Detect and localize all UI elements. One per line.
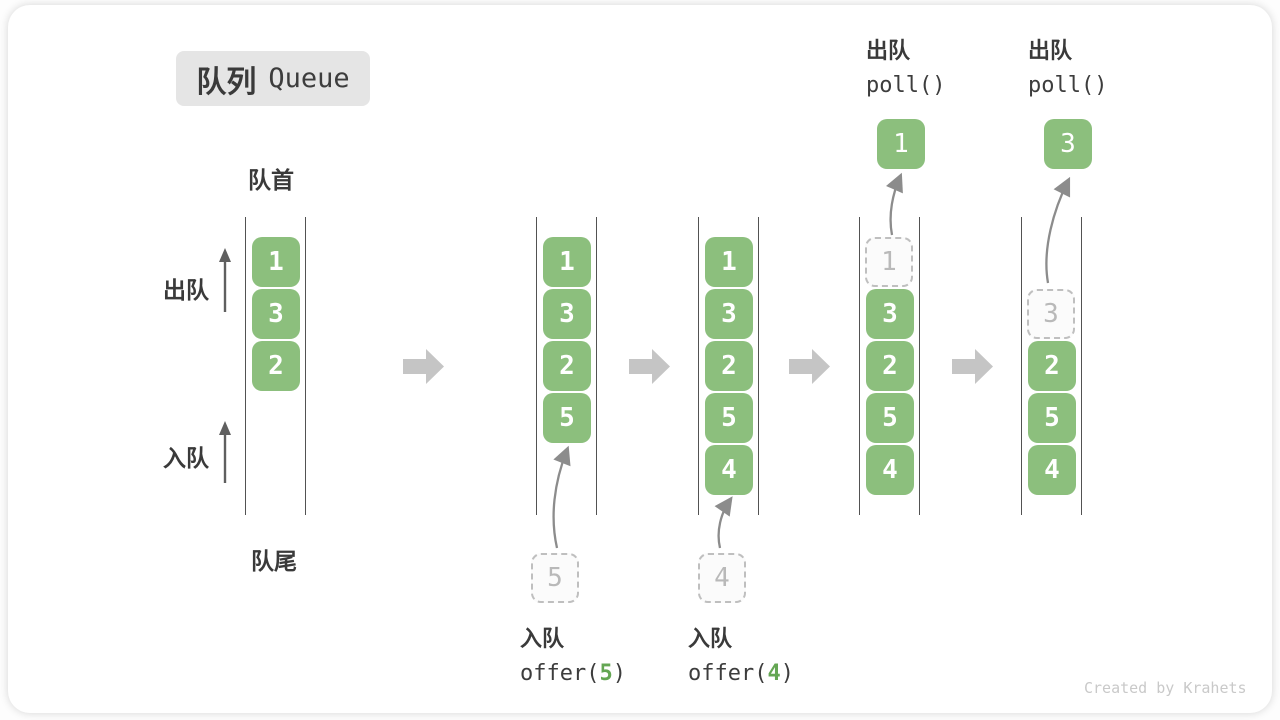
dequeue-op-label: 出队 poll() xyxy=(1028,33,1107,103)
dequeue-op-code: poll() xyxy=(1028,73,1108,98)
queue-item: 1 xyxy=(543,237,591,287)
enqueue-op-label: 入队 offer(5) xyxy=(520,621,626,691)
dequeue-op-code: poll() xyxy=(866,73,946,98)
dequeue-op-zh: 出队 xyxy=(866,38,911,63)
enqueue-op-code: offer(4) xyxy=(688,661,794,686)
next-step-arrow-icon xyxy=(403,349,444,384)
pending-enqueue-box: 5 xyxy=(531,553,579,603)
queue-item: 5 xyxy=(866,393,914,443)
queue-item: 1 xyxy=(705,237,753,287)
next-step-arrow-icon xyxy=(789,349,830,384)
queue-item: 3 xyxy=(252,289,300,339)
enqueue-up-arrow-icon xyxy=(219,421,231,483)
popped-item-box: 3 xyxy=(1044,119,1092,169)
queue-item: 2 xyxy=(252,341,300,391)
queue-item: 5 xyxy=(543,393,591,443)
dequeue-curved-arrow-icon xyxy=(886,172,903,236)
queue-state-1: 1 3 2 xyxy=(245,217,306,515)
queue-state-5: 3 2 5 4 xyxy=(1021,217,1082,515)
queue-item: 2 xyxy=(543,341,591,391)
enqueue-op-arg: 4 xyxy=(767,661,781,686)
removed-item-box: 1 xyxy=(865,237,913,287)
removed-item-box: 3 xyxy=(1027,289,1075,339)
queue-state-4: 1 3 2 5 4 xyxy=(859,217,920,515)
title-badge: 队列 Queue xyxy=(176,51,370,106)
queue-item: 4 xyxy=(1028,445,1076,495)
queue-item: 3 xyxy=(705,289,753,339)
enqueue-op-code: offer(5) xyxy=(520,661,626,686)
queue-item: 5 xyxy=(1028,393,1076,443)
queue-item: 3 xyxy=(543,289,591,339)
enqueue-curved-arrow-icon xyxy=(552,445,571,549)
enqueue-op-zh: 入队 xyxy=(520,626,565,651)
next-step-arrow-icon xyxy=(952,349,993,384)
queue-item: 2 xyxy=(866,341,914,391)
enqueue-op-zh: 入队 xyxy=(688,626,733,651)
enqueue-op-label: 入队 offer(4) xyxy=(688,621,794,691)
enqueue-label: 入队 xyxy=(163,445,209,471)
dequeue-up-arrow-icon xyxy=(219,248,231,312)
pending-enqueue-box: 4 xyxy=(698,553,746,603)
dequeue-label: 出队 xyxy=(163,277,209,303)
diagram-card: 队列 Queue 队首 队尾 出队 入队 1 3 2 1 3 2 5 5 入队 … xyxy=(8,5,1272,713)
queue-rear-label: 队尾 xyxy=(251,548,297,574)
queue-state-3: 1 3 2 5 4 xyxy=(698,217,759,515)
enqueue-curved-arrow-icon xyxy=(714,496,733,549)
enqueue-op-arg: 5 xyxy=(599,661,613,686)
queue-item: 4 xyxy=(866,445,914,495)
next-step-arrow-icon xyxy=(629,349,670,384)
queue-item: 5 xyxy=(705,393,753,443)
dequeue-curved-arrow-icon xyxy=(1045,176,1071,284)
queue-state-2: 1 3 2 5 xyxy=(536,217,597,515)
queue-front-label: 队首 xyxy=(248,167,294,193)
dequeue-op-zh: 出队 xyxy=(1028,38,1073,63)
queue-item: 1 xyxy=(252,237,300,287)
queue-item: 2 xyxy=(705,341,753,391)
queue-item: 2 xyxy=(1028,341,1076,391)
title-en: Queue xyxy=(268,63,350,94)
dequeue-op-label: 出队 poll() xyxy=(866,33,945,103)
watermark-credit: Created by Krahets xyxy=(1084,679,1247,697)
queue-item: 3 xyxy=(866,289,914,339)
title-zh: 队列 xyxy=(196,65,257,99)
queue-item: 4 xyxy=(705,445,753,495)
popped-item-box: 1 xyxy=(877,119,925,169)
